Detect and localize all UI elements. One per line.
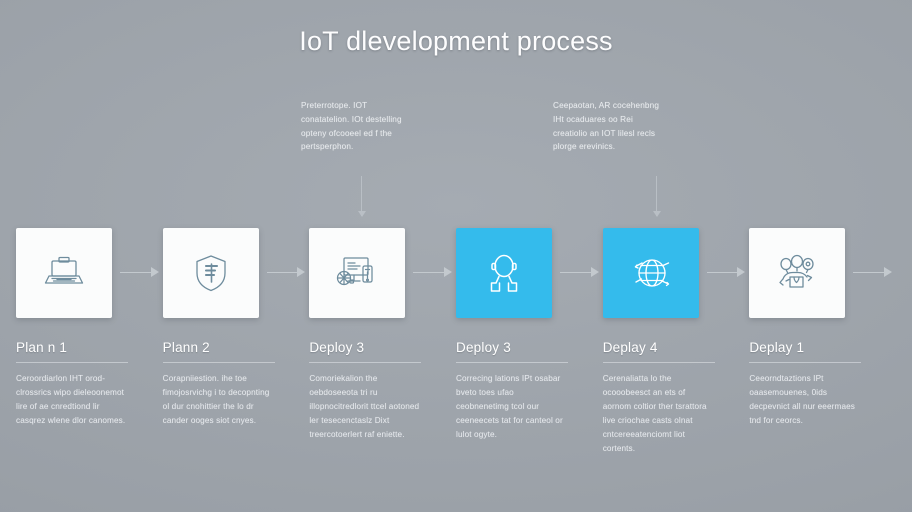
globe-network-icon [629,252,673,294]
connector-line [853,272,886,274]
team-group-icon [774,253,820,293]
arrow-right-icon [884,267,893,277]
step-card-4[interactable] [456,228,553,318]
step-label-5: Deplay 4 [602,340,658,355]
step-card-1[interactable] [16,228,112,318]
arrow-right-icon [444,267,453,277]
step-label-6: Deplay 1 [749,340,805,355]
arrow-right-icon [590,267,599,277]
process-steps-row: Plan n 1 Ceroordiarlon IHT orod-clrossri… [0,228,912,456]
connector-arrow-2 [263,228,310,318]
connector-line [706,272,739,274]
connector-arrow-6 [849,228,896,318]
annotation-arrow-down-icon-2 [652,176,661,217]
step-description-6: Ceeorndtaztions IPt oaasemouenes, 0ids d… [749,374,855,425]
step-label-2: Plann 2 [162,340,210,355]
devices-monitor-icon [334,253,380,293]
step-description-1: Ceroordiarlon IHT orod-clrossrics wipo d… [16,374,126,425]
step-card-2[interactable] [162,228,259,318]
connector-arrow-5 [703,228,750,318]
laptop-icon [43,254,85,292]
arrow-right-icon [297,267,306,277]
step-divider-6 [749,362,862,363]
connector-arrow-4 [556,228,603,318]
connector-arrow-1 [116,228,163,318]
process-step-2[interactable]: Plann 2 Corapniiestion. ihe toe fimojosr… [162,228,275,428]
annotation-callout-2: Ceepaotan, AR cocehenbng IHt ocaduares o… [553,101,660,152]
step-description-3: Comoriekalion the oebdoseeota tri ru ill… [309,374,420,439]
support-headset-icon [482,252,526,294]
connector-line [560,272,592,274]
step-divider-5 [602,362,715,363]
step-divider-4 [456,362,569,363]
step-divider-3 [309,362,422,363]
connector-line [413,272,446,274]
connector-line [266,272,299,274]
step-description-5: Cerenaliatta lo the ocooobeesct an ets o… [602,374,707,453]
process-step-4[interactable]: Deploy 3 Correcing lations IPt osabar bv… [456,228,569,442]
step-description-4: Correcing lations IPt osabar bveto toes … [456,374,563,439]
step-card-3[interactable] [309,228,406,318]
arrow-right-icon [737,267,746,277]
annotation-callout-1: Preterrotope. IOT conatatelion. IOt dest… [301,101,402,152]
step-divider-1 [16,362,128,363]
step-divider-2 [162,362,275,363]
process-step-1[interactable]: Plan n 1 Ceroordiarlon IHT orod-clrossri… [16,228,128,428]
connector-line [120,272,152,274]
annotation-arrow-down-icon-1 [357,176,366,217]
step-description-2: Corapniiestion. ihe toe fimojosrvichg i … [162,374,270,425]
process-step-5[interactable]: Deplay 4 Cerenaliatta lo the ocooobeesct… [602,228,715,456]
arrow-right-icon [150,267,159,277]
connector-arrow-3 [409,228,456,318]
process-step-6[interactable]: Deplay 1 Ceeorndtaztions IPt oaasemouene… [749,228,862,428]
step-label-3: Deploy 3 [309,340,365,355]
step-card-6[interactable] [749,228,846,318]
page-title: IoT dlevelopment process [299,26,613,56]
step-label-1: Plan n 1 [16,340,68,355]
step-card-5[interactable] [602,228,699,318]
step-label-4: Deploy 3 [456,340,511,355]
shield-icon [191,252,231,294]
process-step-3[interactable]: Deploy 3 Comoriekalion the oebdoseeota t… [309,228,422,442]
